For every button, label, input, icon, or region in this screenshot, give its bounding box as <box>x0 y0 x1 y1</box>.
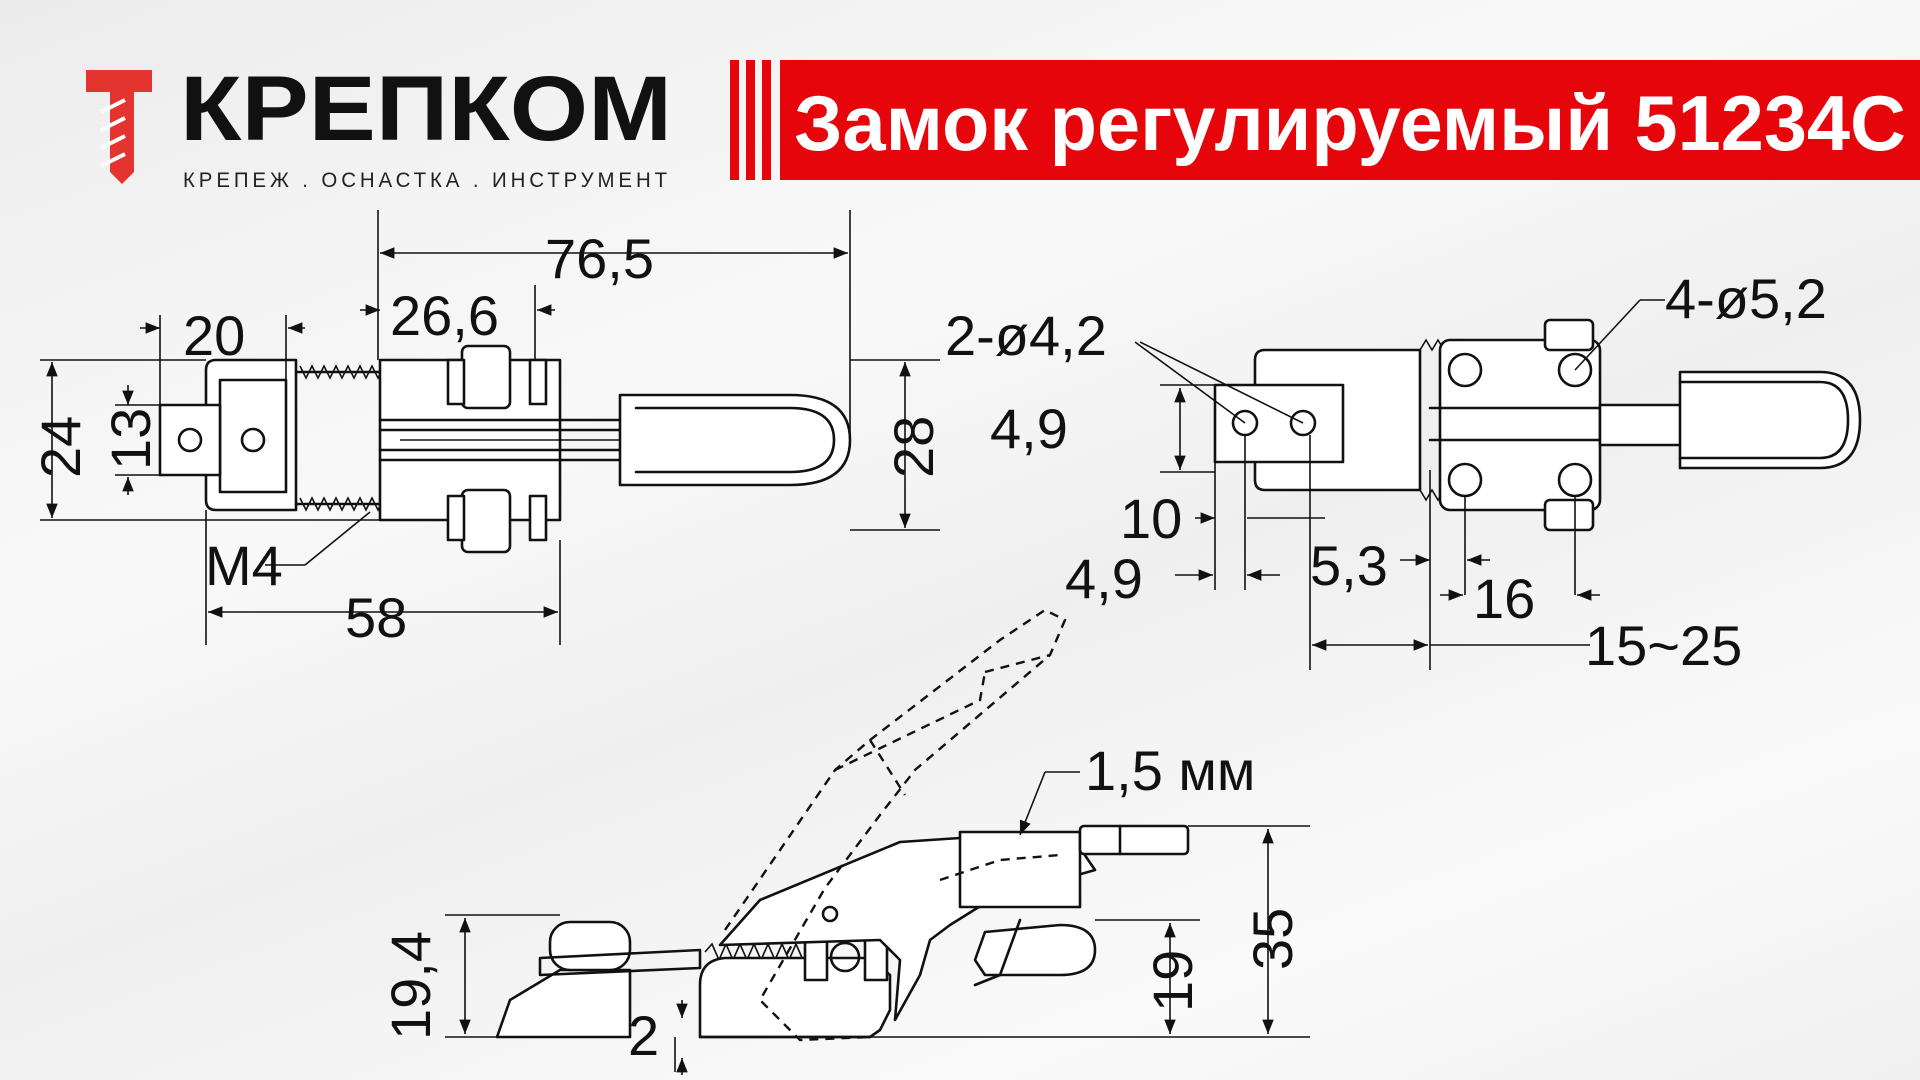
dim-pitch: 16 <box>1473 567 1535 630</box>
brand-tagline: КРЕПЕЖ . ОСНАСТКА . ИНСТРУМЕНТ <box>183 169 671 192</box>
dim-hole-spacing: 4,9 <box>990 397 1068 460</box>
dim-thread: M4 <box>205 534 283 597</box>
dim-gap: 5,3 <box>1310 534 1388 597</box>
dim-inner-width: 10 <box>1120 487 1182 550</box>
bottom-view: 4,9 2-ø4,2 4-ø5,2 10 4,9 5,3 16 15~25 <box>945 267 1862 677</box>
side-view: 19,4 2 19 35 1,5 мм <box>379 608 1310 1075</box>
dim-holes-large: 4-ø5,2 <box>1665 267 1827 330</box>
dim-height-inner: 13 <box>99 408 162 470</box>
dim-adjust-range: 15~25 <box>1585 614 1742 677</box>
dim-hook-height: 19 <box>1141 950 1204 1012</box>
brand-name: КРЕПКОМ <box>180 58 672 160</box>
top-view: 76,5 26,6 20 24 13 28 M4 58 <box>29 210 945 649</box>
dim-base-height: 19,4 <box>379 931 442 1040</box>
dim-overall-length: 76,5 <box>545 227 654 290</box>
dim-overall-height: 35 <box>1241 908 1304 970</box>
dim-base-clearance: 2 <box>628 1004 659 1067</box>
product-title: Замок регулируемый 51234C <box>794 79 1906 167</box>
dim-height-right: 28 <box>882 416 945 478</box>
dim-height-outer: 24 <box>29 416 92 478</box>
title-banner: Замок регулируемый 51234C <box>730 60 1920 180</box>
dim-pin-offset: 26,6 <box>390 284 499 347</box>
dim-holes-small: 2-ø4,2 <box>945 304 1107 367</box>
brand-logo: КРЕПКОМ КРЕПЕЖ . ОСНАСТКА . ИНСТРУМЕНТ <box>86 58 672 192</box>
dim-thickness: 1,5 мм <box>1085 739 1255 802</box>
dim-base-width: 20 <box>183 304 245 367</box>
dim-base-length: 58 <box>345 586 407 649</box>
dim-edge-offset: 4,9 <box>1065 547 1143 610</box>
bolt-logo-icon <box>86 70 152 184</box>
